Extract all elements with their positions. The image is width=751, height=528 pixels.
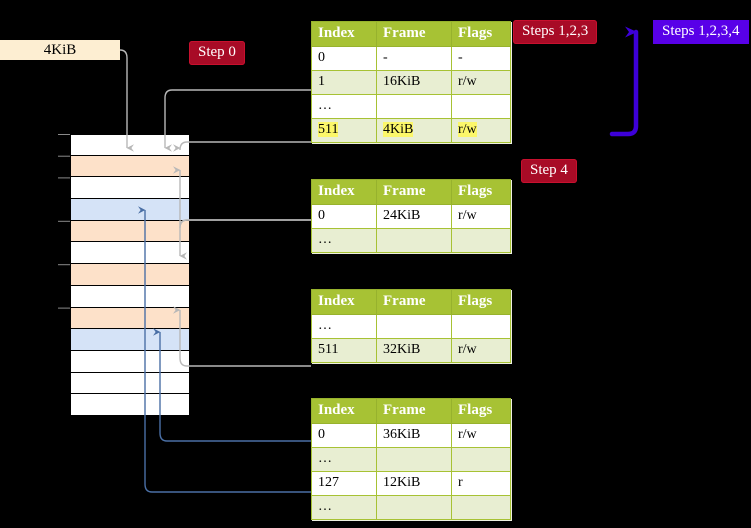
cell-frame: 4KiB [376,118,452,143]
cell-index: 0 [311,423,377,448]
cell-frame [376,314,452,339]
cell-frame: - [376,46,452,71]
cell-frame: 16KiB [376,70,452,95]
cell-index: 511 [311,118,377,143]
memory-frame-row [70,350,190,373]
cell-flags: r/w [451,70,511,95]
cell-frame [376,94,452,119]
memory-frame-row [70,199,190,221]
cell-flags [451,447,511,472]
cell-index: … [311,495,377,520]
cell-flags [451,495,511,520]
memory-frame-row [70,220,190,243]
cell-frame [376,495,452,520]
column-header-index: Index [311,398,377,424]
cell-index: 511 [311,338,377,363]
cell-index: 0 [311,46,377,71]
memory-frame-row [70,307,190,330]
cell-frame [376,228,452,253]
memory-frame-row [70,155,190,178]
cell-frame: 12KiB [376,471,452,496]
badge-steps-123: Steps 1,2,3 [513,20,598,44]
cell-flags: r/w [451,338,511,363]
cell-flags: r/w [451,204,511,229]
physical-memory-column [70,134,190,416]
memory-frame-row [70,372,190,395]
column-header-frame: Frame [376,21,452,47]
cell-flags: r/w [451,118,511,143]
cell-flags: - [451,46,511,71]
table-row[interactable]: … [311,447,511,472]
cell-flags: r [451,471,511,496]
cell-index: … [311,314,377,339]
column-header-flags: Flags [451,289,511,315]
table-row[interactable]: 511 4KiB r/w [311,118,511,143]
table-row[interactable]: … [311,314,511,339]
highlighted-value: r/w [458,122,477,137]
memory-tick-marks [58,134,70,309]
memory-frame-row [70,285,190,308]
wire-pml4-row511-to-memory [173,141,311,152]
memory-frame-row [70,242,190,265]
highlighted-value: 511 [318,122,339,137]
cell-index: … [311,447,377,472]
cell-flags [451,94,511,119]
column-header-flags: Flags [451,179,511,205]
column-header-flags: Flags [451,21,511,47]
table-row[interactable]: … [311,495,511,520]
wire-pdp-row0-to-memory [173,166,311,229]
highlighted-value: 4KiB [383,122,414,137]
memory-frame-row [70,329,190,351]
column-header-index: Index [311,21,377,47]
wire-pdp-to-memory-row6 [179,219,311,260]
table-row[interactable]: … [311,94,511,119]
table-row[interactable]: … [311,228,511,253]
column-header-flags: Flags [451,398,511,424]
table-row[interactable]: 0-- [311,46,511,71]
column-header-frame: Frame [376,398,452,424]
column-header-index: Index [311,289,377,315]
wire-pd-row511-to-memory [173,306,311,367]
badge-step-4: Step 4 [521,159,577,183]
memory-frame-row [70,394,190,416]
cell-flags [451,314,511,339]
cell-flags [451,228,511,253]
cell-index: … [311,94,377,119]
badge-steps-1234: Steps 1,2,3,4 [653,20,749,44]
column-header-frame: Frame [376,179,452,205]
cell-frame: 32KiB [376,338,452,363]
column-header-frame: Frame [376,289,452,315]
cell-frame [376,447,452,472]
memory-frame-row [70,264,190,286]
cell-flags: r/w [451,423,511,448]
cell-index: 0 [311,204,377,229]
size-label-4kib: 4KiB [0,40,120,60]
cell-index: … [311,228,377,253]
memory-frame-row [70,177,190,200]
memory-frame-row [70,134,190,156]
cell-index: 1 [311,70,377,95]
cell-index: 127 [311,471,377,496]
arrow-steps-1234-bracket [609,26,639,137]
cell-frame: 24KiB [376,204,452,229]
column-header-index: Index [311,179,377,205]
badge-step-0: Step 0 [189,41,245,65]
cell-frame: 36KiB [376,423,452,448]
